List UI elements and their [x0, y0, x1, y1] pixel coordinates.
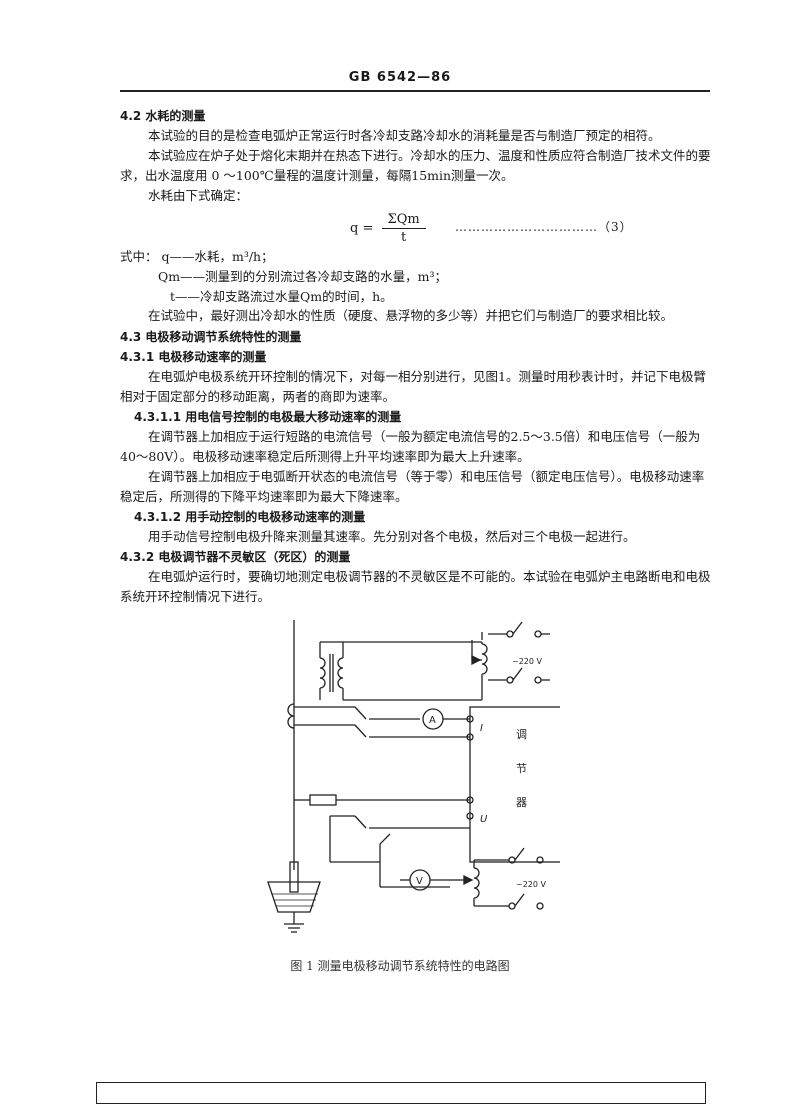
furnace-vessel [267, 881, 321, 913]
regulator-char-1: 调 [516, 728, 527, 741]
fuse [309, 794, 337, 806]
variable-qm: Qm——测量到的分别流过各冷却支路的水量，m³； [158, 269, 447, 284]
formula-numerator: ΣQm [381, 212, 426, 229]
paragraph: 水耗由下式确定： [148, 188, 249, 203]
formula-3: q = ΣQm t [350, 212, 426, 245]
section-title-4-3-1-2: 4.3.1.2 用手动控制的电极移动速率的测量 [134, 510, 366, 524]
autotransformer-top [481, 643, 488, 675]
autotransformer-bottom [473, 867, 480, 899]
paragraph: 在调节器上加相应于电弧断开状态的电流信号（等于零）和电压信号（额定电压信号）。电… [120, 469, 705, 504]
section-4-3: 4.3 电极移动调节系统特性的测量 4.3.1 电极移动速率的测量 在电弧炉电极… [120, 327, 715, 607]
section-title-4-3-1: 4.3.1 电极移动速率的测量 [120, 350, 267, 364]
paragraph: 本试验的目的是检查电弧炉正常运行时各冷却支路冷却水的消耗量是否与制造厂预定的相符… [148, 128, 661, 143]
header-rule [120, 90, 710, 92]
section-title-4-2: 4.2 水耗的测量 [120, 109, 206, 123]
electrode [289, 861, 299, 893]
section-4-2: 4.2 水耗的测量 本试验的目的是检查电弧炉正常运行时各冷却支路冷却水的消耗量是… [120, 106, 715, 206]
paragraph: 在调节器上加相应于运行短路的电流信号（一般为额定电流信号的2.5～3.5倍）和电… [120, 429, 701, 464]
voltage-input-label: U [480, 814, 488, 825]
transformer-primary [319, 657, 326, 689]
equation-number: ……………………………（3） [455, 220, 633, 234]
standard-header: GB 6542—86 [348, 70, 452, 85]
supply-label-bottom: ~220 V [516, 880, 547, 889]
paragraph: 在电弧炉电极系统开环控制的情况下，对每一相分别进行，见图1。测量时用秒表计时，并… [120, 369, 706, 404]
paragraph: 在试验中，最好测出冷却水的性质（硬度、悬浮物的多少等）并把它们与制造厂的要求相比… [148, 308, 674, 323]
regulator-char-3: 器 [516, 796, 527, 809]
paragraph: 在电弧炉运行时，要确切地测定电极调节器的不灵敏区是不可能的。本试验在电弧炉主电路… [120, 569, 711, 604]
formula-denominator: t [400, 230, 407, 245]
paragraph: 用手动信号控制电极升降来测量其速率。先分别对各个电极，然后对三个电极一起进行。 [148, 529, 636, 544]
variable-q: 式中： q——水耗，m³/h； [120, 249, 274, 264]
footer-frame [96, 1082, 706, 1104]
ammeter-label: A [429, 715, 436, 726]
formula-fraction: ΣQm t [381, 212, 426, 245]
voltmeter-label: V [416, 876, 423, 887]
supply-label-top: ~220 V [512, 657, 543, 666]
figure-caption: 图 1 测量电极移动调节系统特性的电路图 [290, 959, 510, 973]
formula-lhs: q = [350, 221, 374, 236]
current-input-label: I [480, 723, 483, 734]
variable-t: t——冷却支路流过水量Qm的时间，h。 [170, 289, 393, 304]
paragraph: 本试验应在炉子处于熔化末期并在热态下进行。冷却水的压力、温度和性质应符合制造厂技… [120, 148, 711, 183]
current-transformer-coil [287, 703, 295, 729]
circuit-diagram: ~220 V ~220 V A V I U 调 节 器 [267, 620, 560, 933]
section-title-4-3: 4.3 电极移动调节系统特性的测量 [120, 330, 302, 344]
regulator-box [469, 706, 560, 863]
section-title-4-3-1-1: 4.3.1.1 用电信号控制的电极最大移动速率的测量 [134, 410, 402, 424]
section-title-4-3-2: 4.3.2 电极调节器不灵敏区（死区）的测量 [120, 550, 351, 564]
regulator-char-2: 节 [516, 762, 527, 775]
